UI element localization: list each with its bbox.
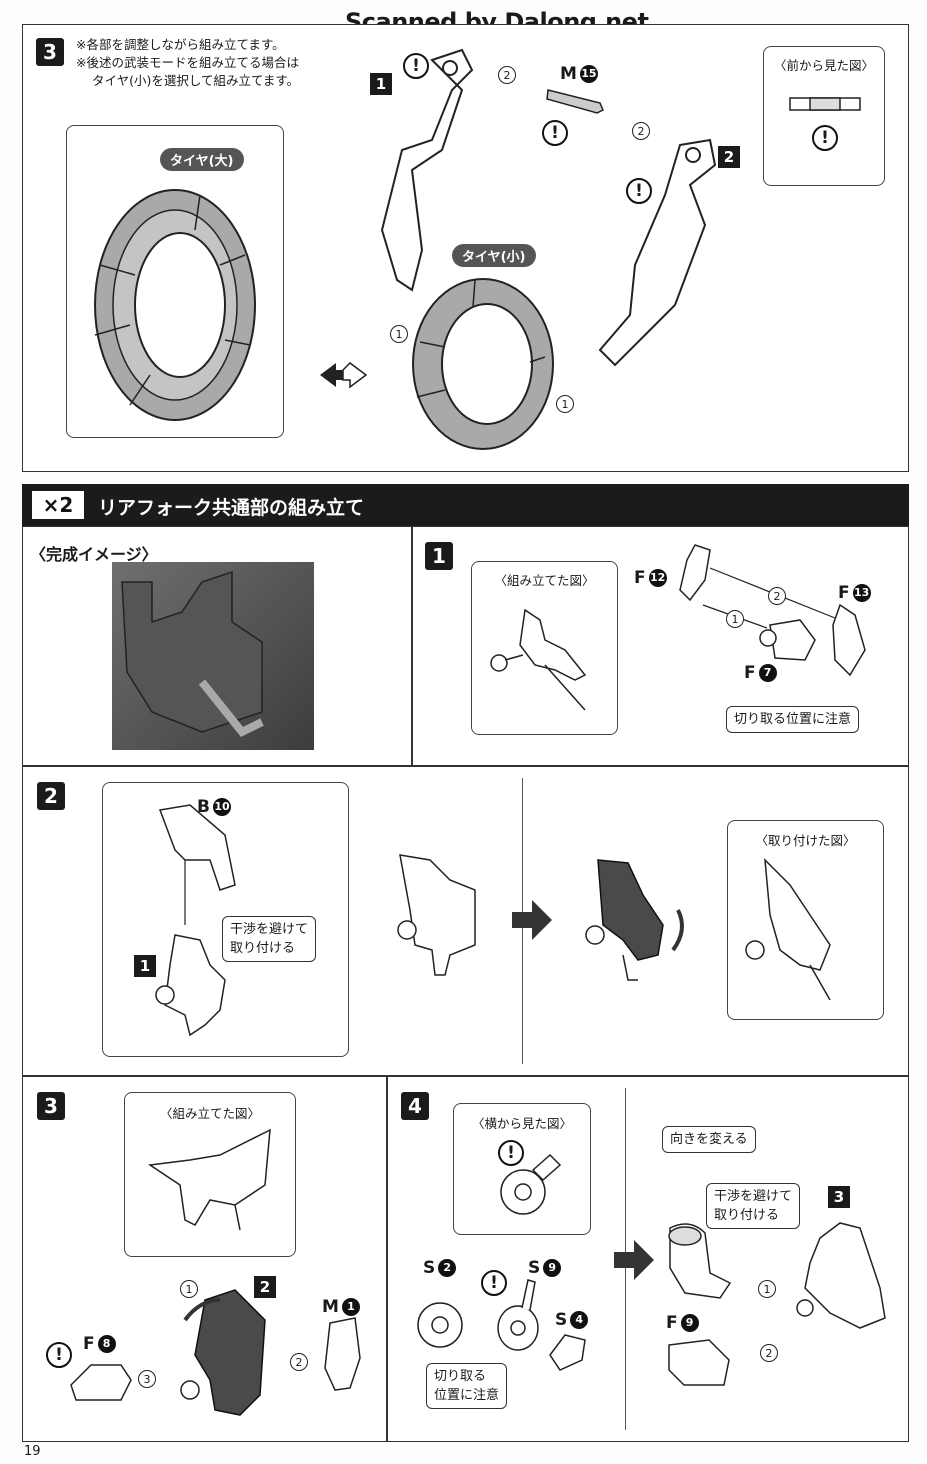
step1-number: 1 — [425, 542, 453, 570]
sub-step-1: 1 — [370, 73, 392, 95]
step4-parts-illustration — [417, 1279, 586, 1371]
warning-icon: ! — [481, 1270, 507, 1296]
step2-avoid-tag: 干渉を避けて 取り付ける — [222, 916, 317, 962]
note-line-3: タイヤ(小)を選択して組み立てます。 — [92, 73, 300, 88]
step4-turn-tag: 向きを変える — [662, 1126, 756, 1153]
front-view-illustration — [789, 97, 861, 111]
step4-side-view-label: 〈横から見た図〉 — [471, 1116, 572, 1131]
tire-small-label: タイヤ(小) — [452, 244, 536, 267]
sub-step-2: 2 — [718, 146, 740, 168]
complete-image-label: 〈完成イメージ〉 — [30, 545, 158, 564]
step1-caution-tag: 切り取る位置に注意 — [726, 706, 860, 733]
step2-number: 2 — [37, 782, 65, 810]
front-view-panel — [763, 46, 885, 186]
step4-avoid-tag: 干渉を避けて 取り付ける — [706, 1183, 801, 1229]
sub-step-3: 3 — [828, 1186, 850, 1208]
order-marker: 2 — [760, 1344, 778, 1362]
step4-final-illustration — [796, 1222, 886, 1329]
multiplier-badge: ×2 — [32, 491, 84, 519]
pin-m15-illustration — [546, 89, 604, 114]
section-header-bar — [22, 484, 909, 526]
step3-part-f8-illustration — [70, 1364, 132, 1401]
step3-assembled-label: 〈組み立てた図〉 — [159, 1106, 260, 1121]
caution-line-2: 位置に注意 — [434, 1388, 500, 1403]
next-arrow-icon — [512, 900, 552, 940]
warning-icon: ! — [542, 120, 568, 146]
order-marker: 2 — [632, 122, 650, 140]
order-marker: 2 — [498, 66, 516, 84]
sub-step-1: 1 — [134, 955, 156, 977]
step2-mid-illustration — [397, 854, 476, 976]
next-arrow-icon — [614, 1240, 654, 1280]
order-marker: 1 — [726, 610, 744, 628]
avoid-line-1: 干渉を避けて — [714, 1189, 793, 1204]
step1-assembled-label: 〈組み立てた図〉 — [494, 573, 595, 588]
step3-assembled-illustration — [147, 1128, 271, 1231]
avoid-line-2: 取り付ける — [230, 941, 296, 956]
step2-attached-illustration — [745, 858, 831, 1001]
step3-number: 3 — [37, 1092, 65, 1120]
order-marker: 2 — [290, 1353, 308, 1371]
order-marker: 3 — [138, 1370, 156, 1388]
caution-line-1: 切り取る — [434, 1369, 487, 1384]
front-view-label: 〈前から見た図〉 — [773, 58, 874, 73]
step4-joint-illustration — [668, 1223, 732, 1299]
step1-assembled-illustration — [490, 608, 587, 711]
sub-step-2: 2 — [254, 1276, 276, 1298]
step2-base-illustration — [155, 934, 226, 1037]
step1-parts-illustration — [679, 544, 866, 677]
warning-icon: ! — [46, 1342, 72, 1368]
top-notes: ※各部を調整しながら組み立てます。 ※後述の武装モードを組み立てる場合は タイヤ… — [76, 36, 299, 90]
avoid-line-1: 干渉を避けて — [230, 922, 309, 937]
warning-icon: ! — [626, 178, 652, 204]
step2-result-illustration — [585, 859, 684, 981]
step4-caution-tag: 切り取る 位置に注意 — [426, 1363, 508, 1409]
page-number: 19 — [24, 1444, 41, 1459]
frame-part-2-illustration — [598, 138, 717, 367]
note-line-2: ※後述の武装モードを組み立てる場合は — [76, 55, 299, 70]
tire-small-illustration — [412, 278, 554, 450]
note-line-1: ※各部を調整しながら組み立てます。 — [76, 37, 285, 52]
section-title: リアフォーク共通部の組み立て — [98, 497, 365, 519]
order-marker: 1 — [758, 1280, 776, 1298]
step2-attached-label: 〈取り付けた図〉 — [755, 833, 856, 848]
avoid-line-2: 取り付ける — [714, 1208, 780, 1223]
warning-icon: ! — [403, 53, 429, 79]
warning-icon: ! — [812, 125, 838, 151]
step3-main-illustration — [180, 1289, 266, 1416]
warning-icon: ! — [498, 1140, 524, 1166]
complete-image-photo — [112, 562, 314, 750]
tire-large-illustration — [94, 189, 256, 421]
order-marker: 1 — [390, 325, 408, 343]
step4-number: 4 — [401, 1092, 429, 1120]
step3-part-m1-illustration — [324, 1317, 361, 1391]
step4-part-f9-illustration — [668, 1339, 730, 1386]
tire-large-label: タイヤ(大) — [160, 148, 244, 171]
swap-arrow-icon — [320, 362, 368, 389]
order-marker: 1 — [180, 1280, 198, 1298]
order-marker: 1 — [556, 395, 574, 413]
frame-part-1-illustration — [380, 48, 474, 292]
top-step-number: 3 — [36, 38, 64, 66]
order-marker: 2 — [768, 587, 786, 605]
step2-part-b10-illustration — [158, 804, 236, 925]
step4-side-view-illustration — [500, 1153, 562, 1215]
